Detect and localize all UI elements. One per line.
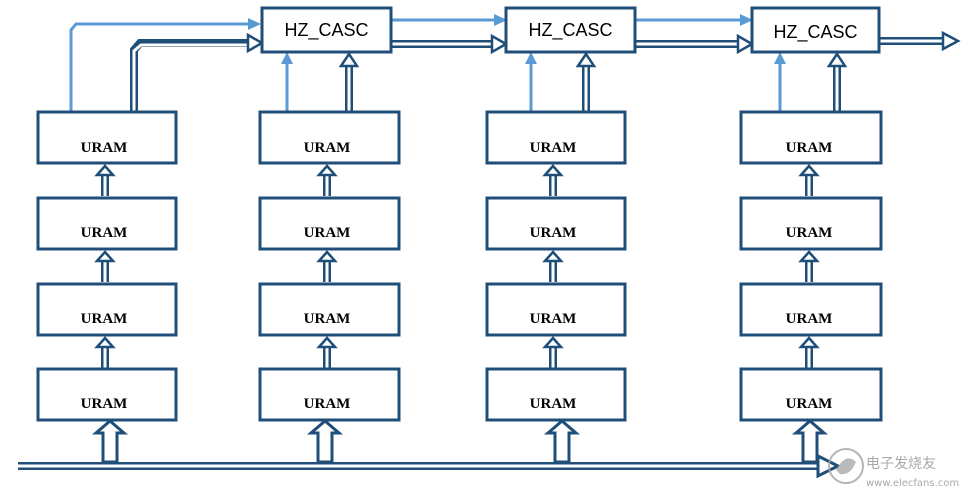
bus-feed-arrow: [91, 419, 129, 464]
uram-label: URAM: [304, 311, 351, 327]
casc-label: HZ_CASC: [528, 20, 612, 41]
bus-feed-arrow: [791, 419, 829, 464]
uram-label: URAM: [304, 396, 351, 412]
column-2-thin-link: [281, 52, 293, 111]
bus-feed-arrows: [91, 419, 829, 464]
uram-chain-arrow: [94, 250, 116, 282]
uram-box: URAM: [258, 282, 401, 337]
uram-chain-arrow: [94, 336, 116, 368]
uram-label: URAM: [530, 140, 577, 156]
column-1-thin-link: [69, 18, 261, 111]
uram-box: URAM: [739, 367, 883, 422]
uram-column-3: URAM URAM URAM URAM: [485, 110, 627, 422]
uram-chain-arrow: [316, 164, 338, 196]
casc-label: HZ_CASC: [284, 20, 368, 41]
uram-label: URAM: [304, 225, 351, 241]
uram-box: URAM: [36, 196, 178, 251]
uram-chain-arrow: [542, 336, 564, 368]
uram-label: URAM: [81, 311, 128, 327]
uram-chain-arrow: [542, 164, 564, 196]
uram-box: URAM: [485, 367, 627, 422]
uram-chain-arrow: [798, 164, 820, 196]
uram-box: URAM: [485, 110, 627, 165]
column-4-thin-link: [774, 52, 786, 111]
column-4-thick-link: [826, 51, 848, 111]
uram-box: URAM: [258, 196, 401, 251]
casc-thin-link: [636, 14, 753, 26]
casc-thin-link: [392, 14, 507, 26]
uram-label: URAM: [81, 140, 128, 156]
uram-label: URAM: [786, 311, 833, 327]
uram-column-4: URAM URAM URAM URAM: [739, 110, 883, 422]
uram-label: URAM: [530, 311, 577, 327]
uram-chain-arrow: [798, 250, 820, 282]
uram-chain-arrow: [316, 250, 338, 282]
uram-box: URAM: [36, 110, 178, 165]
bus-feed-arrow: [306, 419, 344, 464]
uram-box: URAM: [36, 282, 178, 337]
uram-box: URAM: [258, 367, 401, 422]
uram-label: URAM: [304, 140, 351, 156]
watermark-title: 电子发烧友: [866, 456, 936, 472]
casc-label: HZ_CASC: [773, 22, 857, 43]
uram-box: URAM: [258, 110, 401, 165]
uram-chain-arrow: [798, 336, 820, 368]
uram-box: URAM: [485, 282, 627, 337]
uram-chain-arrow: [316, 336, 338, 368]
uram-chain-arrow: [94, 164, 116, 196]
uram-box: URAM: [36, 367, 178, 422]
bus-feed-arrow: [543, 419, 581, 464]
uram-chain-arrow: [542, 250, 564, 282]
casc-box: HZ_CASC: [750, 6, 881, 54]
uram-box: URAM: [739, 282, 883, 337]
uram-label: URAM: [530, 396, 577, 412]
casc-box: HZ_CASC: [260, 6, 393, 54]
uram-column-1: URAM URAM URAM URAM: [36, 110, 178, 422]
uram-to-casc-connections: [69, 18, 848, 111]
casc-box: HZ_CASC: [504, 6, 637, 54]
uram-box: URAM: [485, 196, 627, 251]
uram-label: URAM: [786, 140, 833, 156]
column-3-thin-link: [525, 52, 537, 111]
column-1-thick-link: [130, 32, 265, 111]
casc-thick-link: [636, 33, 755, 55]
watermark: 电子发烧友 www.elecfans.com: [828, 448, 959, 489]
elecfans-logo-icon: [828, 448, 864, 484]
casc-output-link: [880, 30, 961, 52]
uram-label: URAM: [786, 225, 833, 241]
uram-box: URAM: [739, 110, 883, 165]
uram-label: URAM: [530, 225, 577, 241]
uram-chain-arrows: [94, 164, 820, 368]
watermark-url: www.elecfans.com: [866, 478, 959, 489]
uram-label: URAM: [81, 225, 128, 241]
uram-label: URAM: [786, 396, 833, 412]
casc-chain-links: [392, 14, 961, 55]
column-3-thick-link: [575, 51, 597, 111]
casc-thick-link: [392, 33, 509, 55]
column-2-thick-link: [338, 51, 360, 111]
uram-box: URAM: [739, 196, 883, 251]
bottom-input-bus: [18, 453, 842, 479]
uram-label: URAM: [81, 396, 128, 412]
uram-column-2: URAM URAM URAM URAM: [258, 110, 401, 422]
